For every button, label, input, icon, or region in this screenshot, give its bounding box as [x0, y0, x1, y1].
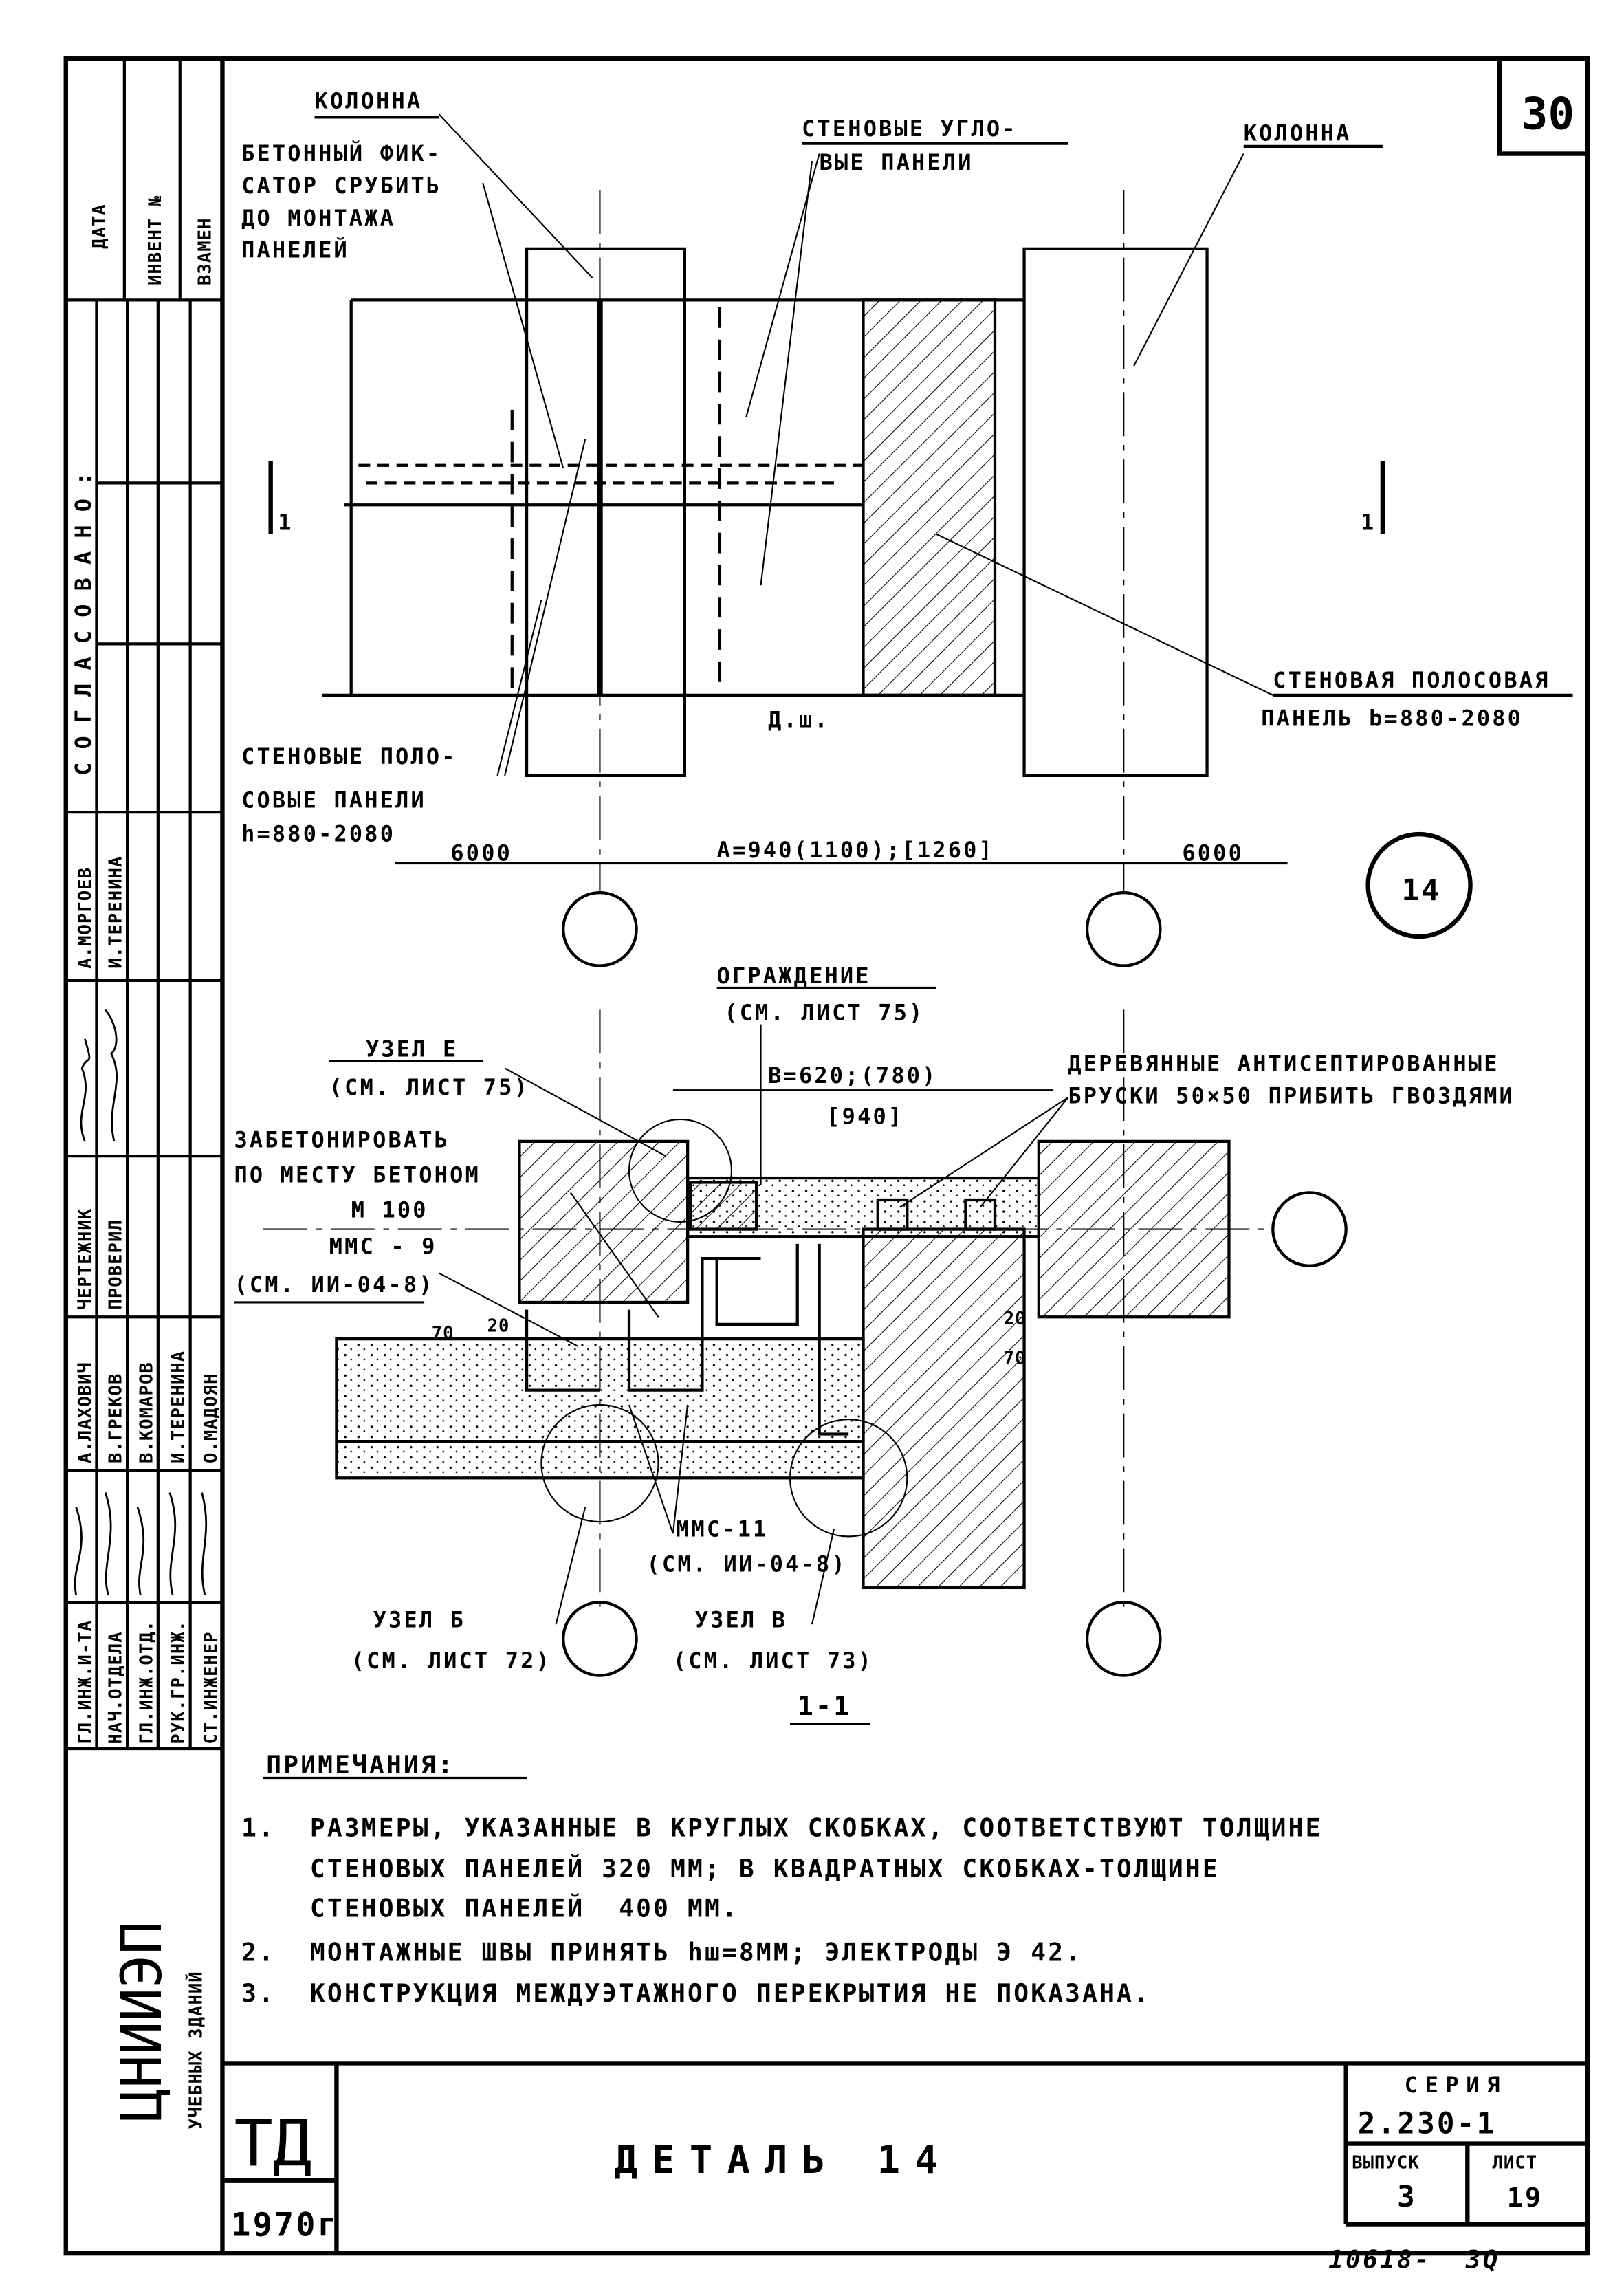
td-mark: ТД	[234, 2106, 311, 2181]
label-column-left: КОЛОННА	[315, 88, 423, 114]
label-fence: (СМ. ЛИСТ 75)	[724, 999, 924, 1025]
dim-value: 70	[1004, 1348, 1027, 1368]
stamp-name: И.ТЕРЕНИНА	[168, 1351, 189, 1463]
section-mark-right: 1	[1361, 509, 1376, 535]
label-node-b: УЗЕЛ Б	[373, 1606, 465, 1632]
stamp-approver: И.ТЕРЕНИНА	[106, 856, 127, 969]
notes: ПРИМЕЧАНИЯ: 1. РАЗМЕРЫ, УКАЗАННЫЕ В КРУГ…	[241, 1750, 1322, 2008]
issue-value: 3	[1397, 2180, 1417, 2214]
series-label: СЕРИЯ	[1405, 2072, 1507, 2098]
label-strip-panel: СТЕНОВАЯ ПОЛОСОВАЯ	[1273, 667, 1550, 693]
section-labels: ОГРАЖДЕНИЕ (СМ. ЛИСТ 75) УЗЕЛ Е (СМ. ЛИС…	[234, 963, 1515, 1722]
dim-mid: A=940(1100);[1260]	[717, 837, 994, 863]
stamp-date: ДАТА	[89, 204, 110, 249]
stamp-role: ГЛ.ИНЖ.ОТД.	[136, 1620, 157, 1745]
label-node-v: (СМ. ЛИСТ 73)	[673, 1648, 873, 1674]
inventory-number: 10618- 3Q	[1328, 2244, 1500, 2274]
plan-view	[268, 113, 1573, 967]
label-strip-panel: ПАНЕЛЬ b=880-2080	[1261, 706, 1523, 732]
stamp-invent: ИНВЕНТ №	[145, 195, 166, 285]
label-concrete: ПО МЕСТУ БЕТОНОМ	[234, 1161, 480, 1188]
year: 1970г	[231, 2207, 339, 2244]
org-logo: ЦНИИЭП	[110, 1921, 175, 2122]
plan-labels: КОЛОННА БЕТОННЫЙ ФИК- САТОР СРУБИТЬ ДО М…	[241, 88, 1550, 908]
label-bars: БРУСКИ 50×50 ПРИБИТЬ ГВОЗДЯМИ	[1068, 1083, 1515, 1109]
stamp-role: РУК.ГР.ИНЖ.	[168, 1620, 189, 1745]
org-subtitle: УЧЕБНЫХ ЗДАНИЙ	[186, 1971, 207, 2129]
stamp-name: В.КОМАРОВ	[136, 1362, 157, 1463]
sheet-value: 19	[1507, 2183, 1543, 2213]
sheet-label: ЛИСТ	[1492, 2153, 1537, 2174]
stamp-names: А.ЛАХОВИЧ В.ГРЕКОВ В.КОМАРОВ И.ТЕРЕНИНА …	[75, 1351, 221, 1745]
note-line: СТЕНОВЫХ ПАНЕЛЕЙ 400 ММ.	[241, 1894, 739, 1923]
stamp-soglasovano: СОГЛАСОВАНО:	[70, 459, 96, 776]
stamp-role: НАЧ.ОТДЕЛА	[106, 1631, 127, 1744]
series-value: 2.230-1	[1358, 2108, 1497, 2141]
drawing-title: ДЕТАЛЬ 14	[615, 2139, 952, 2183]
label-mms11: (СМ. ИИ-04-8)	[647, 1551, 847, 1577]
label-node-e: (СМ. ЛИСТ 75)	[329, 1074, 529, 1100]
label-corner-panels: ВЫЕ ПАНЕЛИ	[820, 149, 974, 175]
label-node-b: (СМ. ЛИСТ 72)	[351, 1648, 551, 1674]
section-mark-left: 1	[278, 509, 293, 535]
stamp-role: ГЛ.ИНЖ.И-ТА	[75, 1620, 96, 1745]
label-strip-panels: СТЕНОВЫЕ ПОЛО-	[241, 743, 457, 769]
dim-value: 70	[432, 1323, 454, 1344]
label-fixator: ДО МОНТАЖА	[241, 205, 395, 231]
dim-b: B=620;(780)	[768, 1062, 937, 1089]
dim-value: 20	[1004, 1309, 1027, 1329]
dim-left: 6000	[450, 840, 512, 866]
issue-label: ВЫПУСК	[1352, 2153, 1420, 2174]
stamp-approver: А.МОРГОЕВ	[75, 867, 96, 969]
title-block	[222, 2061, 1588, 2254]
stamp-vzamen: ВЗАМЕН	[195, 217, 215, 285]
label-corner-panels: СТЕНОВЫЕ УГЛО-	[802, 116, 1018, 142]
label-node-e: УЗЕЛ Е	[366, 1036, 458, 1062]
sheet-frame	[63, 56, 1590, 2256]
label-strip-panels: h=880-2080	[241, 821, 395, 847]
stamp-role: СТ.ИНЖЕНЕР	[201, 1631, 221, 1744]
label-concrete: ЗАБЕТОНИРОВАТЬ	[234, 1126, 450, 1152]
label-strip-panels: СОВЫЕ ПАНЕЛИ	[241, 787, 426, 813]
label-mms11: ММС-11	[676, 1516, 768, 1542]
label-fixator: ПАНЕЛЕЙ	[241, 237, 349, 263]
detail-number: 14	[1402, 874, 1442, 908]
notes-heading: ПРИМЕЧАНИЯ:	[266, 1750, 455, 1780]
section-title: 1-1	[798, 1691, 852, 1722]
note-line: 1. РАЗМЕРЫ, УКАЗАННЫЕ В КРУГЛЫХ СКОБКАХ,…	[241, 1813, 1322, 1843]
label-seam: Д.ш.	[768, 707, 830, 733]
dim-b: [940]	[826, 1103, 903, 1129]
note-line: 3. КОНСТРУКЦИЯ МЕЖДУЭТАЖНОГО ПЕРЕКРЫТИЯ …	[241, 1978, 1151, 2008]
dim-value: 20	[487, 1316, 510, 1337]
stamp-role: ЧЕРТЕЖНИК	[75, 1208, 96, 1310]
label-bars: ДЕРЕВЯННЫЕ АНТИСЕПТИРОВАННЫЕ	[1068, 1051, 1499, 1077]
label-fence: ОГРАЖДЕНИЕ	[717, 963, 871, 989]
label-concrete: ММС - 9	[329, 1234, 437, 1260]
stamp-name: О.МАДОЯН	[201, 1373, 221, 1463]
note-line: СТЕНОВЫХ ПАНЕЛЕЙ 320 ММ; В КВАДРАТНЫХ СК…	[241, 1854, 1220, 1883]
stamp-name: В.ГРЕКОВ	[106, 1373, 127, 1463]
stamp-grid	[65, 58, 223, 1751]
label-node-v: УЗЕЛ В	[695, 1606, 787, 1632]
label-fixator: САТОР СРУБИТЬ	[241, 173, 441, 199]
label-concrete: (СМ. ИИ-04-8)	[234, 1271, 434, 1298]
section-view	[234, 986, 1348, 1780]
sheet-number: 30	[1522, 89, 1574, 140]
signature	[74, 1009, 208, 1595]
note-line: 2. МОНТАЖНЫЕ ШВЫ ПРИНЯТЬ hш=8ММ; ЭЛЕКТРО…	[241, 1938, 1082, 1967]
dim-right: 6000	[1182, 840, 1244, 866]
stamp-name: А.ЛАХОВИЧ	[75, 1362, 96, 1463]
label-concrete: М 100	[351, 1197, 428, 1223]
stamp-role: ПРОВЕРИЛ	[106, 1219, 127, 1309]
label-column-right: КОЛОННА	[1244, 120, 1352, 146]
label-fixator: БЕТОННЫЙ ФИК-	[241, 140, 441, 166]
